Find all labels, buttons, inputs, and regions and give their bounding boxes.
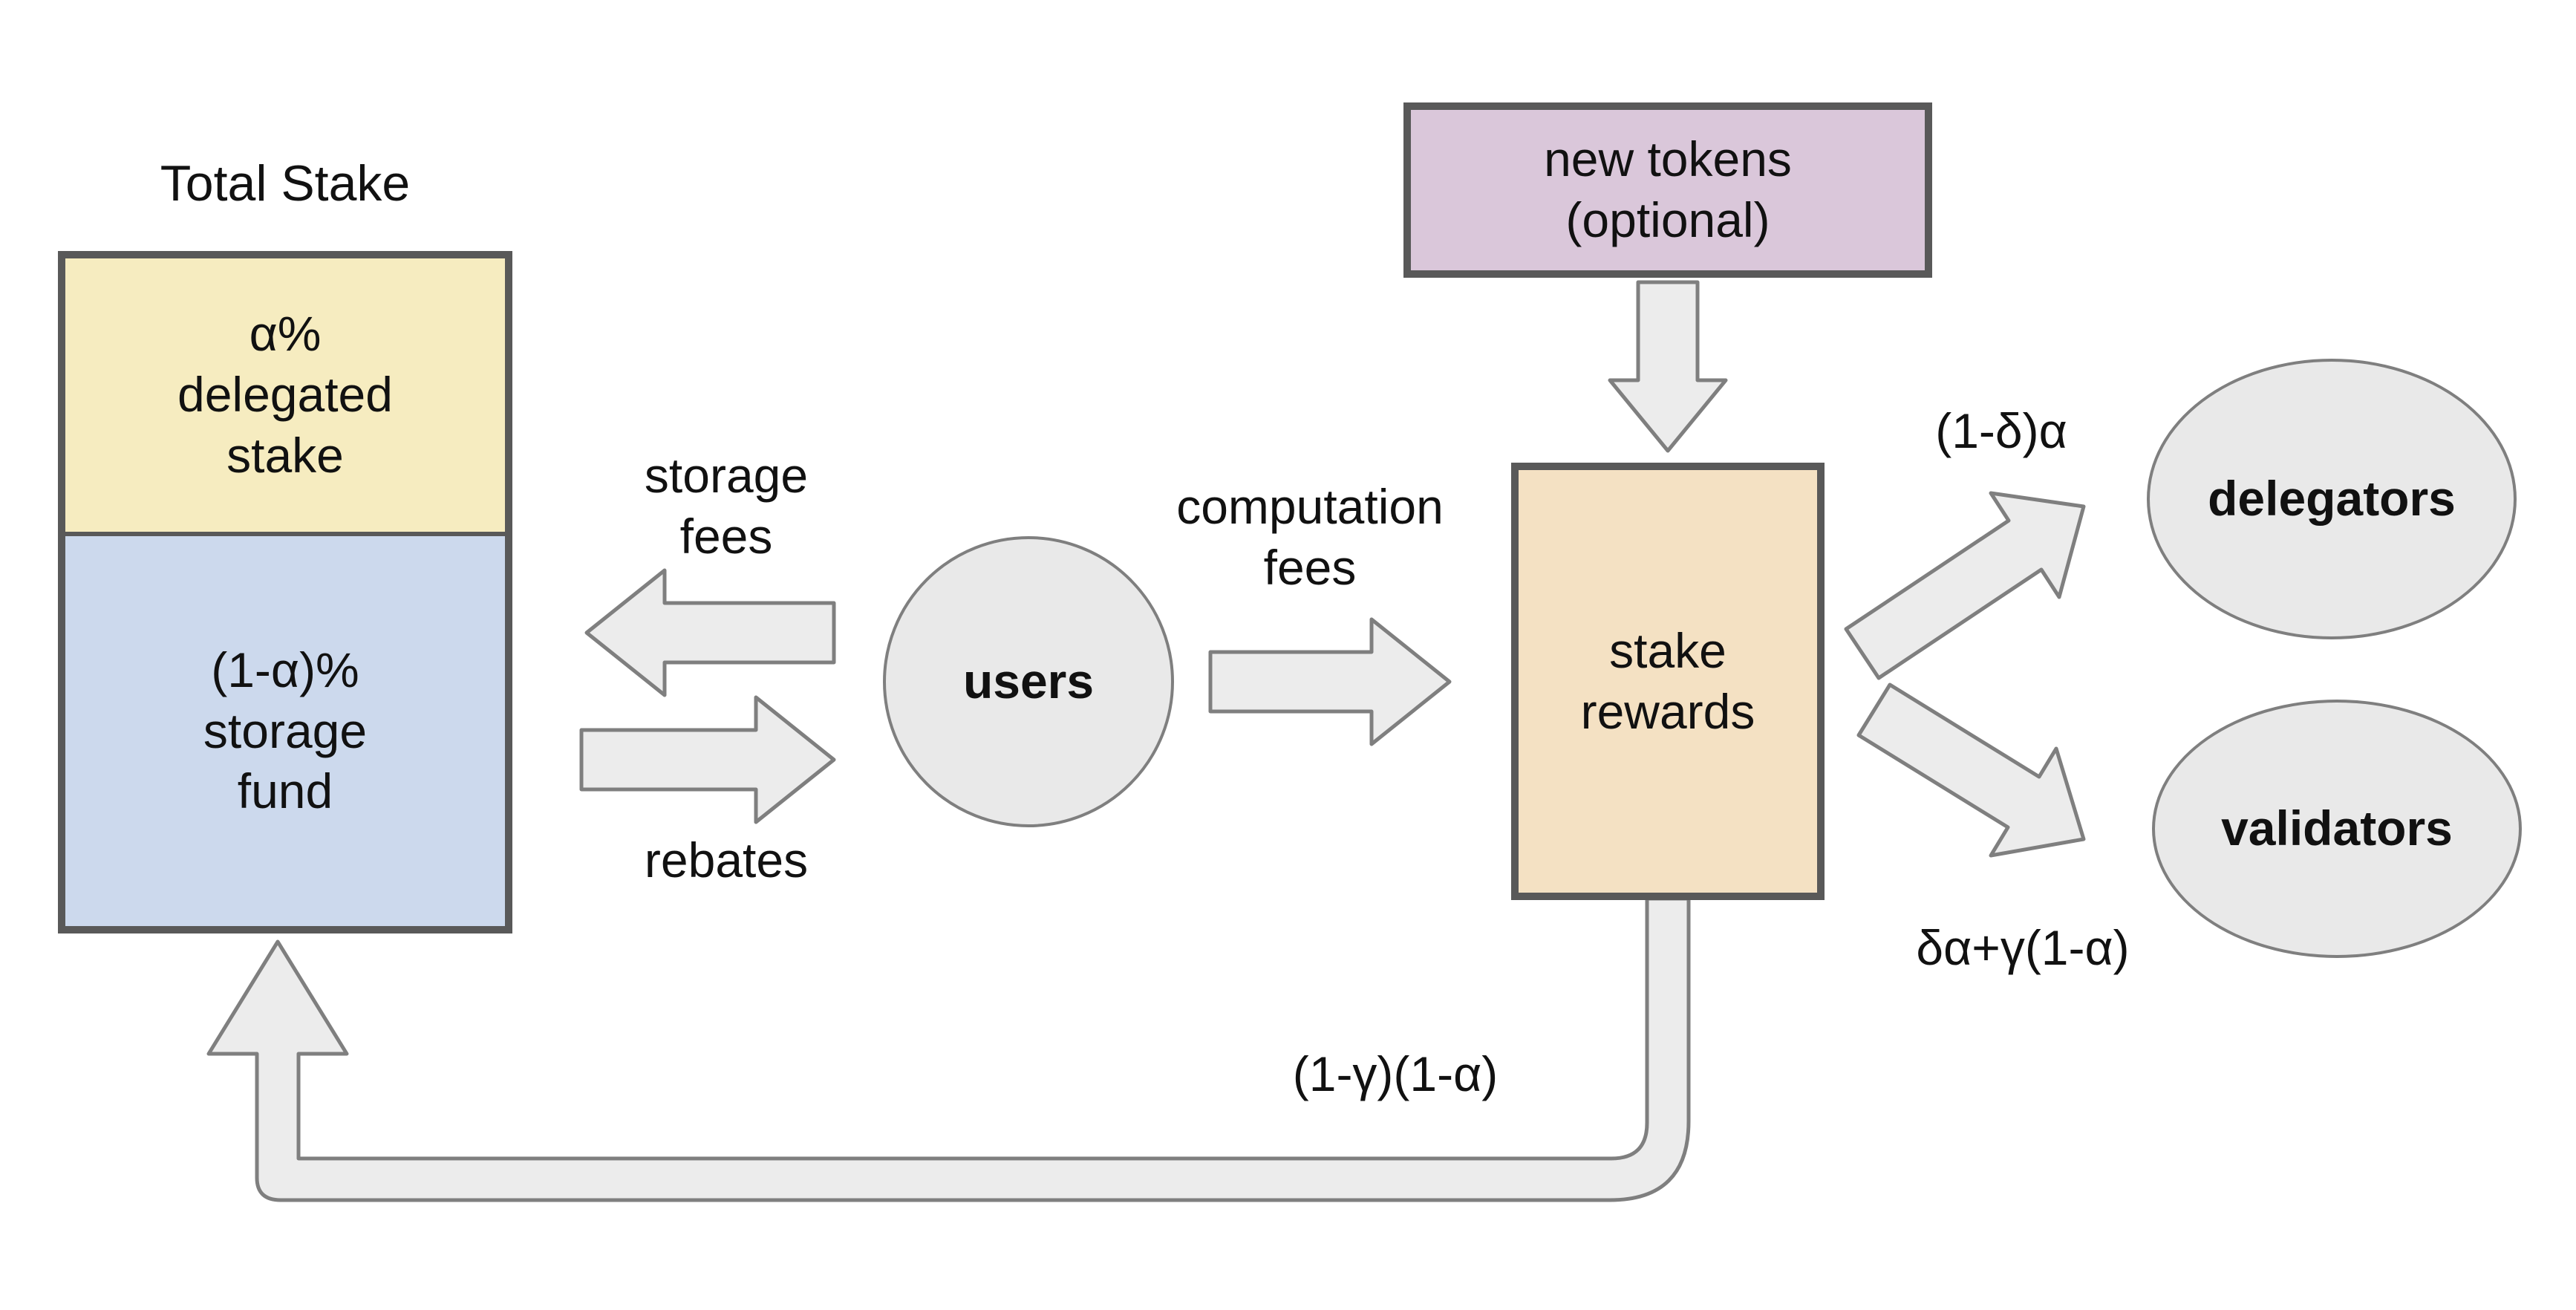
delegators-label: delegators bbox=[2208, 471, 2456, 527]
delegated-stake-label: α% delegated stake bbox=[177, 306, 393, 483]
stake-rewards-label: stake rewards bbox=[1580, 622, 1755, 739]
computation-fees-arrow bbox=[1208, 617, 1452, 746]
storage-fund-return-pipe-arrow bbox=[206, 896, 1691, 1202]
storage-fees-arrow bbox=[584, 568, 836, 697]
validators-label: validators bbox=[2221, 801, 2453, 856]
rebates-label: rebates bbox=[644, 832, 809, 887]
storage-fund-label: (1-α)% storage fund bbox=[203, 642, 368, 819]
new-tokens-box: new tokens (optional) bbox=[1403, 102, 1932, 278]
computation-fees-label: computation fees bbox=[1176, 479, 1444, 595]
validators-arrow bbox=[1856, 682, 2086, 858]
stake-rewards-box: stake rewards bbox=[1511, 463, 1825, 900]
validators-node: validators bbox=[2152, 700, 2522, 958]
total-stake-title: Total Stake bbox=[160, 155, 411, 212]
users-label: users bbox=[962, 654, 1095, 709]
new-tokens-label: new tokens (optional) bbox=[1544, 131, 1792, 247]
new-tokens-arrow bbox=[1608, 280, 1728, 453]
users-node: users bbox=[883, 536, 1174, 827]
delegators-node: delegators bbox=[2147, 359, 2517, 639]
storage-fees-label: storage fees bbox=[644, 448, 809, 564]
delegators-arrow bbox=[1844, 491, 2086, 680]
rebates-arrow bbox=[579, 695, 836, 824]
storage-fund-section: (1-α)% storage fund bbox=[65, 536, 505, 926]
storage-fund-share-label: (1-γ)(1-α) bbox=[1292, 1046, 1499, 1101]
delegated-stake-section: α% delegated stake bbox=[65, 258, 505, 536]
delegators-share-label: (1-δ)α bbox=[1935, 403, 2067, 458]
total-stake-box: α% delegated stake (1-α)% storage fund bbox=[58, 251, 512, 933]
validators-share-label: δα+γ(1-α) bbox=[1916, 920, 2130, 975]
